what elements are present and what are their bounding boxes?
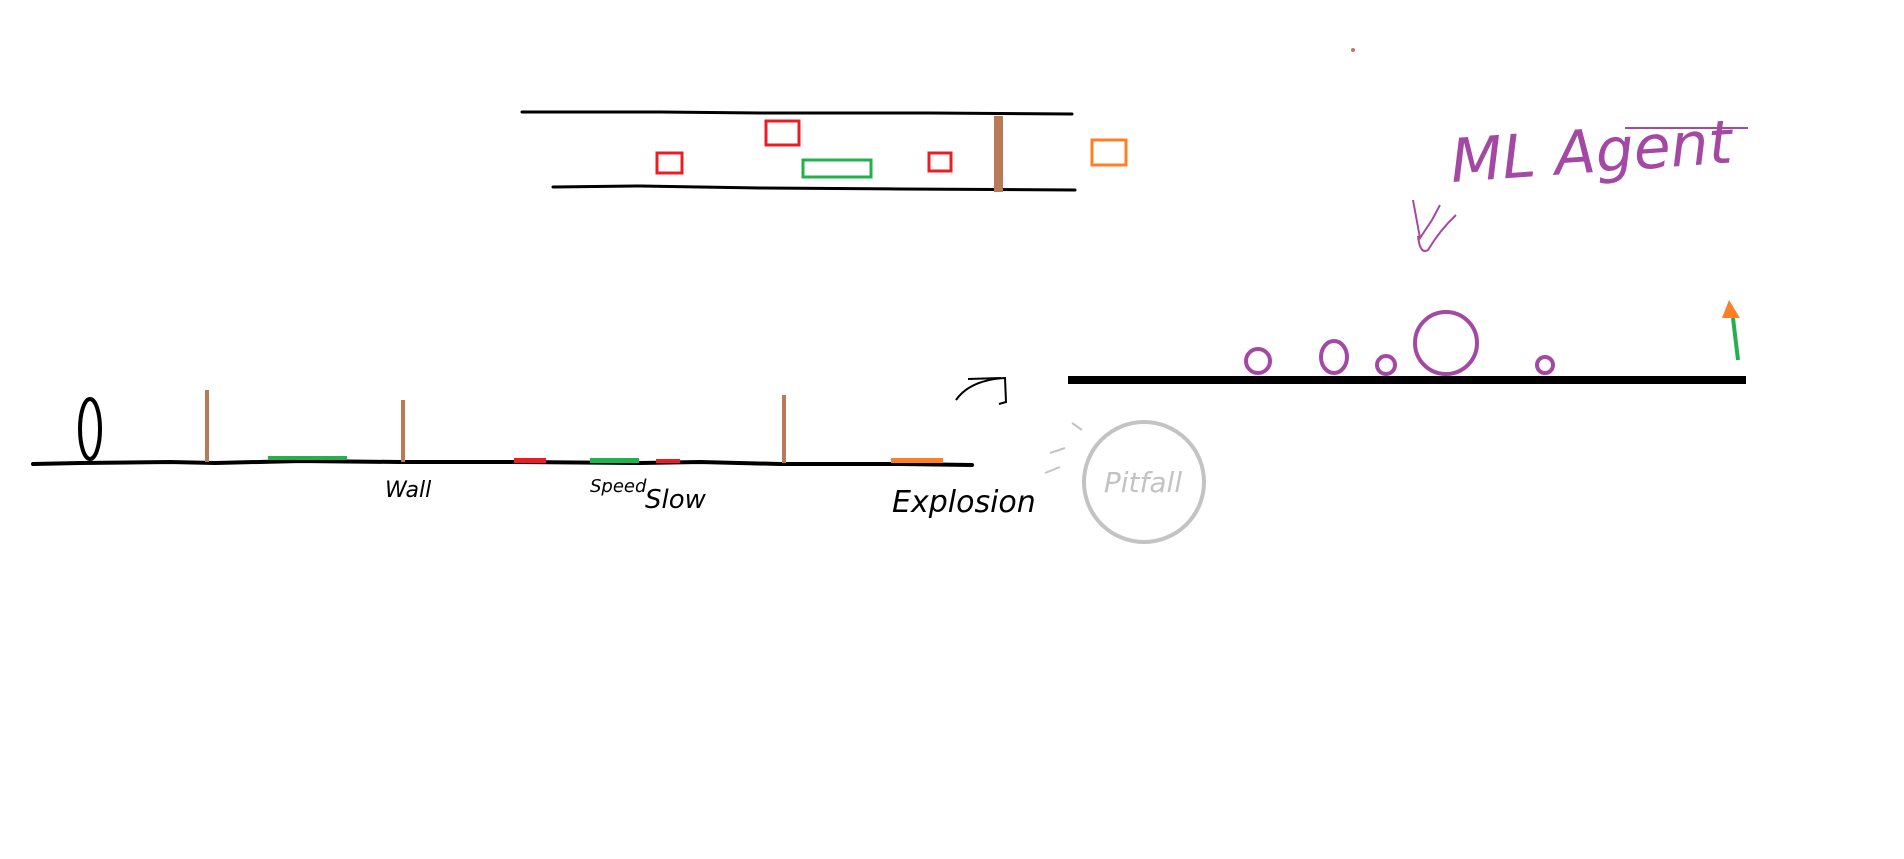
track-post xyxy=(782,395,786,463)
track-ground xyxy=(31,458,974,467)
agent-arrow-icon xyxy=(1722,300,1740,318)
speed-pad xyxy=(590,458,639,463)
ml-agent-label: ML Agent xyxy=(1448,107,1737,197)
bridge-bracket-icon xyxy=(955,376,1008,405)
track-post xyxy=(205,390,209,462)
explosion-label: Explosion xyxy=(892,485,1036,520)
top-corridor xyxy=(520,110,1128,192)
purple-bubble xyxy=(1375,354,1397,376)
motion-line xyxy=(1071,422,1083,431)
slow-label: Slow xyxy=(645,485,707,515)
green-pad-box xyxy=(801,158,873,179)
red-obstacle-box xyxy=(655,151,684,175)
purple-bubble-large xyxy=(1413,310,1479,376)
purple-bubble xyxy=(1535,355,1555,375)
checkmark-icon xyxy=(1417,214,1457,252)
corridor-top-line xyxy=(520,110,1074,116)
red-obstacle-box xyxy=(764,119,801,147)
bridge-bracket-top xyxy=(967,377,1002,380)
corridor-gate-post xyxy=(994,116,1003,192)
portal-ellipse-icon xyxy=(78,397,102,461)
red-obstacle-box xyxy=(927,151,953,173)
explosion-pad xyxy=(891,458,943,463)
wall-post xyxy=(401,400,405,462)
slow-pad xyxy=(514,458,546,463)
purple-bubble xyxy=(1244,347,1272,375)
pitfall-label: Pitfall xyxy=(1104,466,1182,499)
purple-bubble xyxy=(1319,339,1349,375)
stray-dot xyxy=(1351,48,1355,52)
main-track: Wall Speed Slow Explosion xyxy=(31,390,1036,520)
speed-label: Speed xyxy=(590,476,647,497)
pitfall-group: Pitfall xyxy=(1044,420,1206,544)
motion-line xyxy=(1049,447,1066,454)
right-platform xyxy=(1068,300,1746,384)
slow-pad xyxy=(656,459,680,463)
pitfall-circle-icon xyxy=(1082,420,1206,544)
speed-pad xyxy=(268,456,347,460)
agent-arrow-icon xyxy=(1731,317,1740,361)
ml-agent-annotation: ML Agent xyxy=(1412,107,1748,252)
corridor-bottom-line xyxy=(551,184,1077,192)
orange-goal-box xyxy=(1090,138,1128,167)
checkmark-icon xyxy=(1412,199,1441,241)
motion-line xyxy=(1044,466,1061,474)
wall-label: Wall xyxy=(385,478,431,503)
